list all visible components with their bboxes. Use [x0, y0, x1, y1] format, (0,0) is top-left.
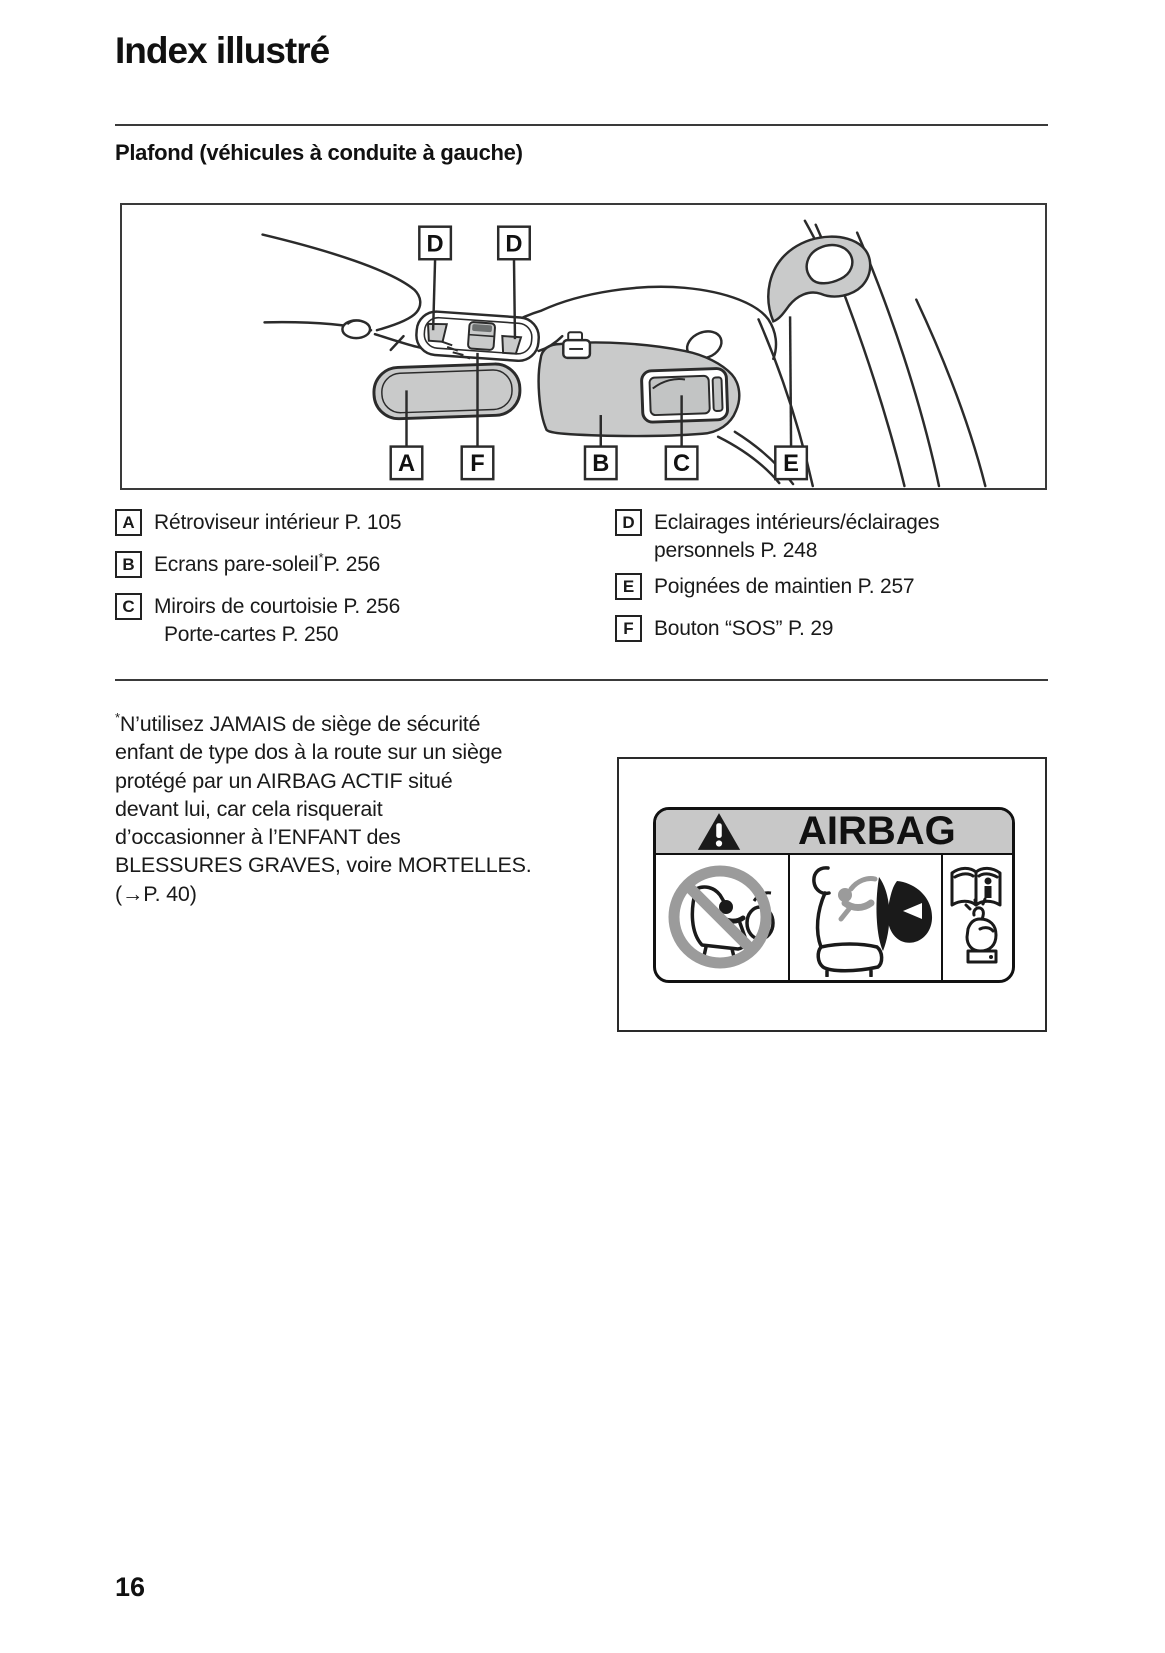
ceiling-illustration: D D A F B	[261, 219, 987, 488]
page-title: Index illustré	[115, 30, 330, 71]
legend-item-a: A Rétroviseur intérieur P. 105	[115, 509, 402, 537]
airbag-warning-label: AIRBAG	[653, 807, 1015, 983]
visor-clip	[562, 331, 592, 360]
footnote-line: d’occasionner à l’ENFANT des	[115, 825, 401, 850]
callout-d2-letter: D	[505, 231, 522, 257]
interior-light-lens-left	[426, 322, 449, 343]
page-number: 16	[115, 1572, 146, 1602]
divider-top	[115, 124, 1048, 126]
legend-item-e: E Poignées de maintien P. 257	[615, 573, 915, 601]
footnote-line: devant lui, car cela risquerait	[115, 796, 383, 821]
grab-handle	[767, 235, 872, 323]
footnote-line: *N’utilisez JAMAIS de siège de sécurité	[115, 710, 615, 738]
rear-view-mirror	[372, 362, 522, 421]
callout-c: C	[664, 445, 699, 481]
legend-key-e: E	[615, 573, 642, 600]
callout-e-letter: E	[783, 451, 799, 477]
legend-item-b: B Ecrans pare-soleil*P. 256	[115, 551, 380, 579]
callout-f-letter: F	[470, 451, 484, 477]
footnote-page-ref: (→P. 40)	[115, 881, 197, 906]
no-rear-facing-child-seat-icon	[656, 855, 790, 980]
footnote-text: N’utilisez JAMAIS de siège de sécurité	[119, 712, 481, 736]
callout-e: E	[774, 445, 809, 481]
legend-label-b: Ecrans pare-soleil*P. 256	[154, 551, 380, 579]
airbag-label-body	[656, 855, 1012, 980]
footnote-asterisk: *	[318, 550, 324, 565]
callout-d2: D	[496, 225, 531, 261]
legend-label-c-line1: Miroirs de courtoisie P. 256	[154, 595, 401, 618]
card-holder	[711, 376, 724, 412]
callout-boxes: D D A F B	[389, 225, 809, 481]
leader-lines	[405, 259, 793, 447]
airbag-deployment-icon	[790, 855, 943, 980]
legend-label-d: Eclairages intérieurs/éclairages personn…	[654, 509, 940, 565]
footnote-line: BLESSURES GRAVES, voire MORTELLES.	[115, 853, 532, 878]
legend-label-a: Rétroviseur intérieur P. 105	[154, 511, 402, 534]
legend-label-d-line1: Eclairages intérieurs/éclairages	[654, 511, 940, 534]
footnote-line: protégé par un AIRBAG ACTIF situé	[115, 768, 453, 793]
legend-key-a: A	[115, 509, 142, 536]
airbag-label-figure: AIRBAG	[617, 757, 1047, 1032]
vanity-mirror	[640, 367, 729, 424]
callout-f: F	[460, 445, 495, 481]
overhead-console	[415, 310, 540, 363]
legend-label-d-line2: personnels P. 248	[654, 539, 818, 562]
divider-bottom	[115, 679, 1048, 681]
footnote: *N’utilisez JAMAIS de siège de sécurité …	[115, 710, 615, 908]
legend-item-c: C Miroirs de courtoisie P. 256 Porte-car…	[115, 593, 400, 649]
callout-b-letter: B	[592, 451, 609, 477]
airbag-label-title: AIRBAG	[798, 808, 956, 853]
section-heading: Plafond (véhicules à conduite à gauche)	[115, 140, 523, 165]
callout-d1: D	[418, 225, 453, 261]
airbag-label-header: AIRBAG	[656, 810, 1012, 855]
console-vents	[441, 340, 471, 360]
legend-key-b: B	[115, 551, 142, 578]
warning-triangle-icon	[696, 811, 742, 852]
legend-item-d: D Eclairages intérieurs/éclairages perso…	[615, 509, 940, 565]
legend-key-c: C	[115, 593, 142, 620]
callout-c-letter: C	[673, 451, 690, 477]
legend-key-f: F	[615, 615, 642, 642]
read-owners-manual-icon	[943, 855, 1012, 980]
legend-label-b-page: P. 256	[323, 553, 381, 576]
legend-label-b-text: Ecrans pare-soleil	[154, 553, 319, 576]
callout-b: B	[583, 445, 618, 481]
footnote-asterisk: *	[115, 709, 120, 725]
headliner-clip	[341, 319, 372, 340]
legend-item-f: F Bouton “SOS” P. 29	[615, 615, 833, 643]
legend-label-c: Miroirs de courtoisie P. 256 Porte-carte…	[154, 593, 400, 649]
legend-key-d: D	[615, 509, 642, 536]
legend-label-e: Poignées de maintien P. 257	[654, 575, 915, 598]
legend-label-f: Bouton “SOS” P. 29	[654, 617, 834, 640]
callout-a: A	[389, 445, 424, 481]
footnote-line: enfant de type dos à la route sur un siè…	[115, 740, 503, 765]
ceiling-diagram: D D A F B	[120, 203, 1047, 490]
legend-label-c-line2: Porte-cartes P. 250	[164, 623, 339, 646]
callout-a-letter: A	[398, 451, 415, 477]
callout-d1-letter: D	[427, 231, 444, 257]
